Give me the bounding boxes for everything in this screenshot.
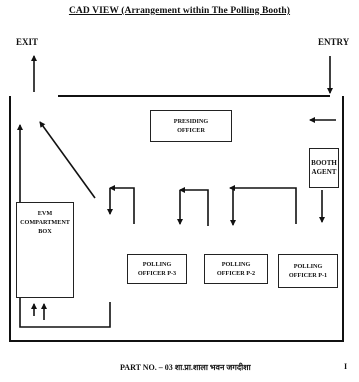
footer-page-mark: I (344, 362, 348, 371)
p3-line1: POLLING (142, 261, 172, 268)
presiding-officer-box: PRESIDING OFFICER (150, 110, 232, 142)
presiding-officer-line2: OFFICER (177, 127, 205, 134)
booth-agent-line2: AGENT (311, 168, 337, 176)
entry-label: ENTRY (318, 37, 350, 47)
footer-part-text: PART NO. – 03 शा.प्रा.शाला भवन जगदीशा (120, 363, 251, 372)
p2-line2: OFFICER P-2 (216, 270, 256, 277)
booth-agent-box: BOOTH AGENT (309, 148, 339, 188)
route-p3-to-evm (109, 185, 135, 224)
evm-line1: EVM (37, 210, 53, 217)
evm-line2: COMPARTMENT (20, 219, 70, 226)
p2-line1: POLLING (221, 261, 251, 268)
booth-agent-line1: BOOTH (311, 159, 337, 167)
p1-line2: OFFICER P-1 (288, 272, 328, 279)
p1-line1: POLLING (293, 263, 323, 270)
polling-officer-p2-box: POLLING OFFICER P-2 (204, 254, 268, 284)
diagram-title: CAD VIEW (Arrangement within The Polling… (68, 6, 291, 16)
exit-label: EXIT (16, 37, 39, 47)
evm-compartment-box: EVM COMPARTMENT BOX (16, 202, 74, 298)
arrow-evm-diagonal (39, 121, 96, 199)
presiding-officer-line1: PRESIDING (173, 118, 209, 125)
route-p2-to-p3 (179, 187, 209, 226)
route-p1-to-p2 (229, 185, 297, 224)
p3-line2: OFFICER P-3 (137, 270, 177, 277)
evm-line3: BOX (38, 228, 52, 235)
polling-officer-p1-box: POLLING OFFICER P-1 (278, 254, 338, 288)
polling-officer-p3-box: POLLING OFFICER P-3 (127, 254, 187, 284)
